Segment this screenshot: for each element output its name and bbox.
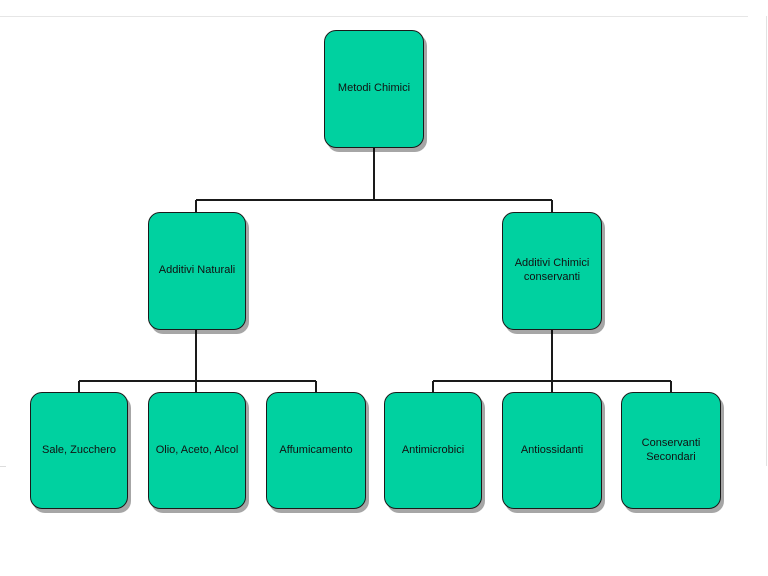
right-divider <box>766 16 767 466</box>
leaf-node-antimicrobici: Antimicrobici <box>384 392 482 509</box>
leaf-node-label: Affumicamento <box>279 443 353 456</box>
branch-node-label: Additivi Chimici conservanti <box>514 257 590 283</box>
root-node-label: Metodi Chimici <box>337 82 411 95</box>
root-node: Metodi Chimici <box>324 30 424 148</box>
top-divider <box>0 16 748 17</box>
left-divider <box>0 466 6 467</box>
leaf-node-conservanti-secondari: Conservanti Secondari <box>621 392 721 509</box>
branch-node-label: Additivi Naturali <box>158 264 236 277</box>
leaf-node-sale-zucchero: Sale, Zucchero <box>30 392 128 509</box>
branch-node-additivi-naturali: Additivi Naturali <box>148 212 246 330</box>
leaf-node-label: Sale, Zucchero <box>42 443 116 456</box>
branch-node-additivi-chimici: Additivi Chimici conservanti <box>502 212 602 330</box>
leaf-node-label: Antimicrobici <box>401 443 465 456</box>
leaf-node-label: Antiossidanti <box>520 443 584 456</box>
leaf-node-olio-aceto-alcol: Olio, Aceto, Alcol <box>148 392 246 509</box>
leaf-node-antiossidanti: Antiossidanti <box>502 392 602 509</box>
leaf-node-label: Olio, Aceto, Alcol <box>155 443 239 456</box>
leaf-node-affumicamento: Affumicamento <box>266 392 366 509</box>
leaf-node-label: Conservanti Secondari <box>641 436 701 463</box>
